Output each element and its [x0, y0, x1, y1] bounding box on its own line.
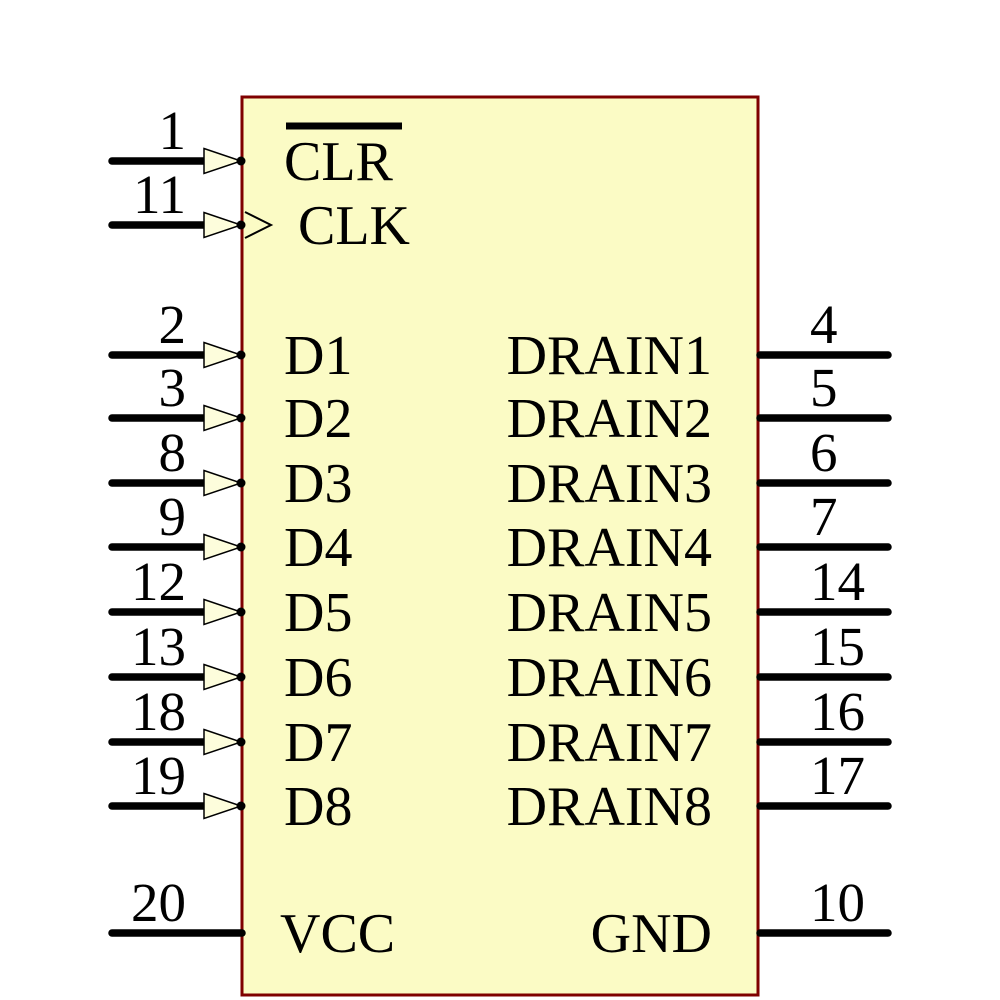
pin-number: 11	[133, 164, 186, 225]
pin-label: D8	[284, 776, 352, 838]
pin-label: D5	[284, 582, 352, 644]
pin-number: 19	[131, 745, 186, 806]
pin-label: DRAIN6	[507, 647, 712, 709]
pin-number: 20	[131, 872, 186, 933]
input-arrow-icon	[203, 147, 244, 175]
pin-left-d6: 13 D6	[108, 616, 352, 709]
pin-left-d1: 2 D1	[108, 294, 352, 387]
ic-body	[242, 97, 758, 995]
pin-label: DRAIN2	[507, 388, 712, 450]
pin-right-drain4: 7 DRAIN4	[507, 486, 892, 579]
pin-number: 13	[131, 616, 186, 677]
pin-number: 5	[810, 357, 838, 418]
pin-dot	[236, 542, 246, 552]
pin-number: 7	[810, 486, 838, 547]
pin-number: 17	[810, 745, 865, 806]
pin-number: 3	[159, 357, 187, 418]
pin-dot	[236, 478, 246, 488]
pin-label: D3	[284, 453, 352, 515]
pin-label: DRAIN1	[507, 325, 712, 387]
clock-edge-icon	[244, 211, 274, 239]
input-arrow-icon	[203, 404, 244, 432]
pin-right-drain7: 16 DRAIN7	[507, 681, 892, 774]
pin-left-vcc: 20 VCC	[108, 872, 395, 965]
pin-left-d2: 3 D2	[108, 357, 352, 450]
input-arrow-icon	[203, 533, 244, 561]
pin-dot	[236, 737, 246, 747]
pin-dot	[236, 156, 246, 166]
pin-number: 6	[810, 422, 838, 483]
pin-left-d3: 8 D3	[108, 422, 352, 515]
pin-label: CLK	[298, 195, 410, 257]
pin-label: CLR	[284, 131, 394, 193]
pin-dot	[236, 350, 246, 360]
pin-left-d8: 19 D8	[108, 745, 352, 838]
pin-left-d5: 12 D5	[108, 551, 352, 644]
input-arrow-icon	[203, 728, 244, 756]
input-arrow-icon	[203, 792, 244, 820]
pin-number: 1	[159, 100, 187, 161]
pin-number: 4	[810, 294, 838, 355]
pin-label: D1	[284, 325, 352, 387]
pin-number: 12	[131, 551, 186, 612]
pin-number: 16	[810, 681, 865, 742]
pin-label: D2	[284, 388, 352, 450]
pin-label: DRAIN4	[507, 517, 712, 579]
pin-right-drain6: 15 DRAIN6	[507, 616, 892, 709]
pin-dot	[236, 413, 246, 423]
input-arrow-icon	[203, 211, 244, 239]
pin-number: 8	[159, 422, 187, 483]
pin-right-drain8: 17 DRAIN8	[507, 745, 892, 838]
pin-left-d4: 9 D4	[108, 486, 352, 579]
pin-label: VCC	[280, 903, 395, 965]
pin-number: 15	[810, 616, 865, 677]
pin-label: D7	[284, 712, 352, 774]
pin-label: DRAIN8	[507, 776, 712, 838]
pin-number: 2	[159, 294, 187, 355]
input-arrow-icon	[203, 598, 244, 626]
pin-right-drain5: 14 DRAIN5	[507, 551, 892, 644]
pin-right-gnd: 10 GND	[591, 872, 892, 965]
pin-label: D6	[284, 647, 352, 709]
pin-right-drain2: 5 DRAIN2	[507, 357, 892, 450]
pin-number: 10	[810, 872, 865, 933]
pin-left-clr: 1 CLR	[108, 100, 402, 193]
pin-right-drain1: 4 DRAIN1	[507, 294, 892, 387]
pin-label: GND	[591, 903, 712, 965]
pin-number: 14	[810, 551, 865, 612]
pin-left-d7: 18 D7	[108, 681, 352, 774]
pin-label: DRAIN3	[507, 453, 712, 515]
pin-label: DRAIN7	[507, 712, 712, 774]
pin-label: D4	[284, 517, 352, 579]
pin-dot	[236, 607, 246, 617]
pin-dot	[236, 220, 246, 230]
pin-right-drain3: 6 DRAIN3	[507, 422, 892, 515]
input-arrow-icon	[203, 469, 244, 497]
pin-number: 18	[131, 681, 186, 742]
pin-number: 9	[159, 486, 187, 547]
pin-dot	[236, 801, 246, 811]
input-arrow-icon	[203, 341, 244, 369]
pin-label: DRAIN5	[507, 582, 712, 644]
pin-dot	[236, 672, 246, 682]
input-arrow-icon	[203, 663, 244, 691]
pin-left-clk: 11 CLK	[108, 164, 410, 257]
